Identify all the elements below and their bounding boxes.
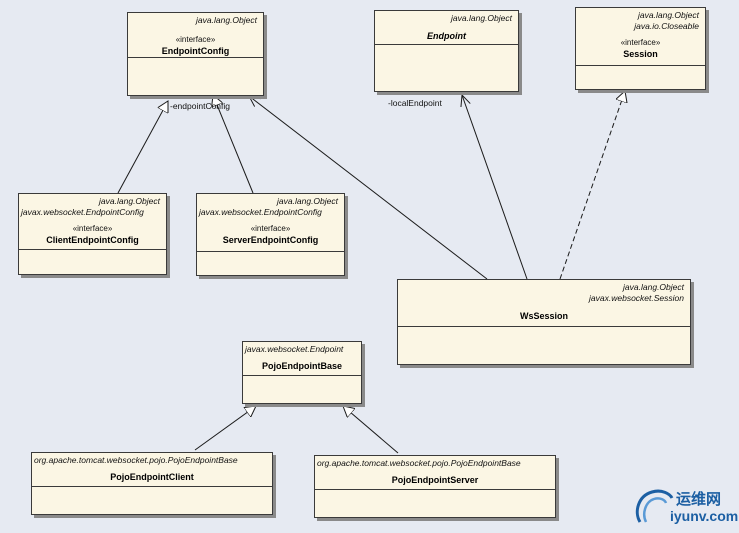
edge-wssession-session xyxy=(559,91,625,280)
class-name: PojoEndpointServer xyxy=(391,475,479,485)
class-name: EndpointConfig xyxy=(161,46,230,56)
parent-name: java.lang.Object xyxy=(277,196,338,206)
class-pojoendpointclient[interactable]: org.apache.tomcat.websocket.pojo.PojoEnd… xyxy=(31,452,273,515)
class-wssession[interactable]: java.lang.Object javax.websocket.Session… xyxy=(397,279,691,365)
edge-wssession-endpoint xyxy=(462,95,528,280)
parent-list: java.lang.Object java.io.Closeable xyxy=(576,8,705,32)
class-name: Endpoint xyxy=(427,31,466,41)
class-endpoint[interactable]: java.lang.Object Endpoint xyxy=(374,10,519,92)
class-name: ServerEndpointConfig xyxy=(222,235,319,245)
class-name: PojoEndpointBase xyxy=(261,361,342,371)
parent-name: java.lang.Object xyxy=(196,15,257,25)
class-name: WsSession xyxy=(519,311,568,321)
parent-name: javax.websocket.EndpointConfig xyxy=(21,207,144,217)
stereotype-label: «interface» xyxy=(175,35,216,44)
class-name: Session xyxy=(623,49,658,59)
watermark-logo xyxy=(635,489,674,523)
edge-pojoserver-pojobase xyxy=(343,406,399,454)
watermark-text-url: iyunv.com xyxy=(670,508,739,524)
parent-list: java.lang.Object javax.websocket.Session xyxy=(398,280,690,304)
parent-list: java.lang.Object javax.websocket.Endpoin… xyxy=(19,194,166,218)
edge-wssession-endpointconfig xyxy=(249,96,488,280)
class-endpointconfig[interactable]: java.lang.Object «interface» EndpointCon… xyxy=(127,12,264,96)
parent-name: java.lang.Object xyxy=(451,13,512,23)
parent-name: java.io.Closeable xyxy=(634,21,699,31)
parent-name: javax.websocket.EndpointConfig xyxy=(199,207,322,217)
parent-list: org.apache.tomcat.websocket.pojo.PojoEnd… xyxy=(32,453,272,466)
class-serverendpointconfig[interactable]: java.lang.Object javax.websocket.Endpoin… xyxy=(196,193,345,276)
parent-list: java.lang.Object xyxy=(128,13,263,26)
parent-name: java.lang.Object xyxy=(638,10,699,20)
role-label-endpointconfig: -endpointConfig xyxy=(170,101,231,111)
watermark-text-cn: 运维网 xyxy=(676,490,722,508)
parent-name: org.apache.tomcat.websocket.pojo.PojoEnd… xyxy=(317,458,521,468)
class-pojoendpointserver[interactable]: org.apache.tomcat.websocket.pojo.PojoEnd… xyxy=(314,455,556,518)
parent-list: java.lang.Object xyxy=(375,11,518,24)
role-label-localendpoint: -localEndpoint xyxy=(388,98,442,108)
parent-name: java.lang.Object xyxy=(623,282,684,292)
class-name: PojoEndpointClient xyxy=(110,472,194,482)
parent-list: org.apache.tomcat.websocket.pojo.PojoEnd… xyxy=(315,456,555,469)
parent-list: java.lang.Object javax.websocket.Endpoin… xyxy=(197,194,344,218)
parent-name: org.apache.tomcat.websocket.pojo.PojoEnd… xyxy=(34,455,238,465)
parent-name: javax.websocket.Endpoint xyxy=(245,344,344,354)
parent-list: javax.websocket.Endpoint xyxy=(243,342,361,355)
edge-pojoclient-pojobase xyxy=(194,406,256,451)
class-session[interactable]: java.lang.Object java.io.Closeable «inte… xyxy=(575,7,706,90)
parent-name: java.lang.Object xyxy=(99,196,160,206)
class-pojoendpointbase[interactable]: javax.websocket.Endpoint PojoEndpointBas… xyxy=(242,341,362,404)
parent-name: javax.websocket.Session xyxy=(589,293,684,303)
class-name: ClientEndpointConfig xyxy=(46,235,139,245)
stereotype-label: «interface» xyxy=(250,224,291,233)
edge-clientendpointconfig-endpointconfig xyxy=(117,101,168,194)
stereotype-label: «interface» xyxy=(72,224,113,233)
class-clientendpointconfig[interactable]: java.lang.Object javax.websocket.Endpoin… xyxy=(18,193,167,275)
edge-serverendpointconfig-endpointconfig xyxy=(213,95,254,194)
stereotype-label: «interface» xyxy=(620,38,661,47)
